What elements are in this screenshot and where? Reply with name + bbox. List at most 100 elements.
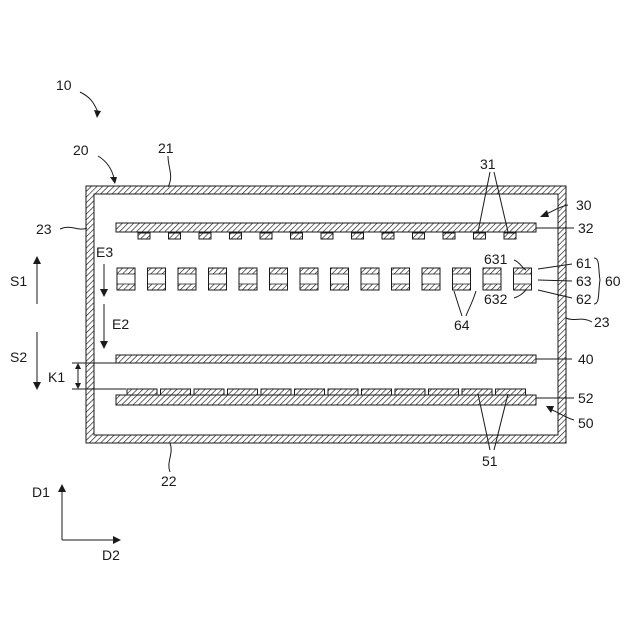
label-bottom-plate: 52 bbox=[578, 390, 594, 406]
top-electrode bbox=[291, 233, 303, 239]
top-electrode bbox=[352, 233, 364, 239]
top-electrodes bbox=[138, 233, 516, 239]
element-layer-top bbox=[239, 268, 257, 274]
leader-20-tip bbox=[110, 177, 117, 184]
element-layer-bottom bbox=[270, 284, 288, 290]
top-electrode bbox=[504, 233, 516, 239]
middle-element bbox=[392, 268, 410, 290]
label-bottom-wall: 22 bbox=[161, 473, 177, 489]
label-e3: E3 bbox=[96, 244, 113, 260]
bottom-electrode bbox=[462, 389, 492, 395]
leader-10-tip bbox=[94, 110, 101, 118]
element-layer-middle bbox=[148, 274, 166, 284]
bottom-plate bbox=[116, 395, 536, 405]
leader-50-tip bbox=[546, 406, 554, 413]
middle-element bbox=[300, 268, 318, 290]
element-layer-top bbox=[361, 268, 379, 274]
leader-64a bbox=[454, 291, 462, 316]
top-electrode bbox=[199, 233, 211, 239]
element-layer-top bbox=[514, 268, 532, 274]
element-layer-middle bbox=[453, 274, 471, 284]
leader-23-right bbox=[566, 318, 592, 322]
element-layer-top bbox=[270, 268, 288, 274]
top-electrode bbox=[260, 233, 272, 239]
middle-element bbox=[270, 268, 288, 290]
top-electrode bbox=[138, 233, 150, 239]
middle-plate bbox=[116, 355, 536, 363]
bottom-electrode bbox=[127, 389, 157, 395]
bottom-electrode bbox=[429, 389, 459, 395]
label-632: 632 bbox=[484, 291, 508, 307]
element-layer-middle bbox=[270, 274, 288, 284]
element-layer-top bbox=[148, 268, 166, 274]
element-layer-middle bbox=[514, 274, 532, 284]
bottom-electrode bbox=[496, 389, 526, 395]
element-layer-middle bbox=[392, 274, 410, 284]
top-plate bbox=[116, 223, 536, 232]
label-plate-mid: 40 bbox=[578, 351, 594, 367]
element-layer-top bbox=[300, 268, 318, 274]
label-60: 60 bbox=[605, 273, 621, 289]
element-layer-middle bbox=[300, 274, 318, 284]
leader-62 bbox=[538, 290, 572, 298]
element-layer-middle bbox=[178, 274, 196, 284]
element-layer-middle bbox=[209, 274, 227, 284]
element-layer-middle bbox=[117, 274, 135, 284]
leader-20 bbox=[98, 156, 114, 178]
bottom-electrode bbox=[194, 389, 224, 395]
k1-dimension bbox=[72, 363, 126, 389]
element-layer-top bbox=[422, 268, 440, 274]
bottom-electrodes bbox=[127, 389, 526, 395]
element-layer-top bbox=[331, 268, 349, 274]
label-63: 63 bbox=[576, 273, 592, 289]
bottom-electrode bbox=[295, 389, 325, 395]
middle-element bbox=[361, 268, 379, 290]
element-layer-bottom bbox=[453, 284, 471, 290]
element-layer-bottom bbox=[300, 284, 318, 290]
leader-22 bbox=[169, 443, 171, 472]
leader-64b bbox=[466, 291, 476, 316]
label-device: 10 bbox=[56, 77, 72, 93]
element-layer-bottom bbox=[209, 284, 227, 290]
element-layer-middle bbox=[331, 274, 349, 284]
bottom-electrode bbox=[395, 389, 425, 395]
top-electrode bbox=[413, 233, 425, 239]
element-layer-top bbox=[178, 268, 196, 274]
leader-21 bbox=[168, 156, 171, 187]
element-layer-top bbox=[483, 268, 501, 274]
element-layer-bottom bbox=[483, 284, 501, 290]
element-layer-bottom bbox=[392, 284, 410, 290]
label-top-assembly: 30 bbox=[576, 197, 592, 213]
leader-632 bbox=[514, 290, 526, 298]
label-top-plate: 32 bbox=[578, 220, 594, 236]
middle-element bbox=[117, 268, 135, 290]
top-electrode bbox=[321, 233, 333, 239]
label-top-electrodes: 31 bbox=[480, 156, 496, 172]
label-61: 61 bbox=[576, 255, 592, 271]
label-bottom-assembly: 50 bbox=[578, 415, 594, 431]
middle-element bbox=[453, 268, 471, 290]
bottom-electrode bbox=[228, 389, 258, 395]
element-layer-top bbox=[117, 268, 135, 274]
middle-element bbox=[239, 268, 257, 290]
element-layer-middle bbox=[239, 274, 257, 284]
middle-elements bbox=[117, 268, 532, 290]
label-d2: D2 bbox=[102, 547, 120, 563]
element-layer-bottom bbox=[361, 284, 379, 290]
label-e2: E2 bbox=[112, 316, 129, 332]
bottom-electrode bbox=[328, 389, 358, 395]
top-electrode bbox=[382, 233, 394, 239]
leader-10 bbox=[80, 92, 98, 112]
element-layer-bottom bbox=[422, 284, 440, 290]
bottom-electrode bbox=[261, 389, 291, 395]
leader-63 bbox=[538, 280, 572, 281]
top-electrode bbox=[443, 233, 455, 239]
bottom-electrode bbox=[362, 389, 392, 395]
top-electrode bbox=[230, 233, 242, 239]
label-side-wall-left: 23 bbox=[36, 221, 52, 237]
middle-element bbox=[514, 268, 532, 290]
label-housing: 20 bbox=[73, 142, 89, 158]
middle-element bbox=[148, 268, 166, 290]
element-layer-middle bbox=[483, 274, 501, 284]
